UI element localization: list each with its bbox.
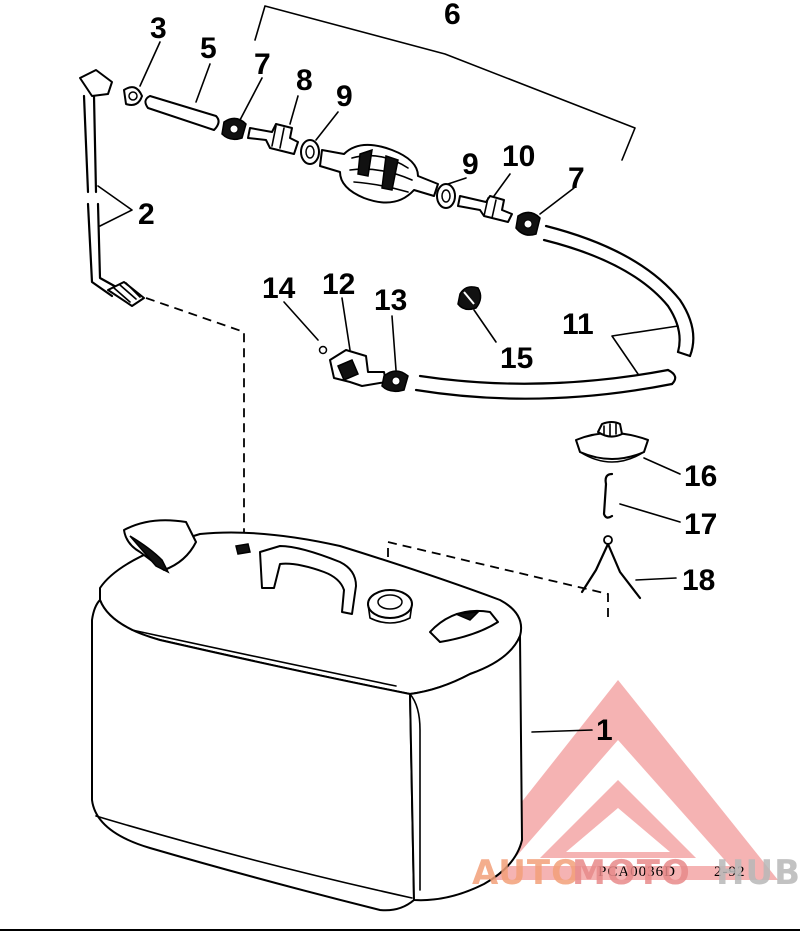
leader-lines xyxy=(97,41,681,733)
part-3-clip xyxy=(123,86,143,106)
callout-9-right: 9 xyxy=(462,148,479,181)
callout-6: 6 xyxy=(444,0,461,31)
watermark-logo xyxy=(460,680,778,880)
part-14-small-oring xyxy=(318,345,328,355)
part-7-clamp-right xyxy=(515,211,541,236)
part-12-connector xyxy=(329,349,387,387)
callout-16: 16 xyxy=(684,460,717,493)
callout-14: 14 xyxy=(262,272,296,305)
part-9-oring-right xyxy=(436,183,456,209)
watermark-auto: AUTO xyxy=(472,853,581,893)
callout-12: 12 xyxy=(322,268,355,301)
callout-1: 1 xyxy=(596,714,613,747)
part-13-clamp xyxy=(381,370,409,393)
callout-15: 15 xyxy=(500,342,533,375)
part-15-plug xyxy=(457,286,482,311)
callout-9-left: 9 xyxy=(336,80,353,113)
callout-8: 8 xyxy=(296,64,313,97)
callout-labels: 3 5 6 7 8 9 2 9 10 7 14 12 13 11 15 16 1… xyxy=(138,0,717,747)
part-11-fuel-hose xyxy=(414,224,695,400)
watermark-hub: HUB xyxy=(716,853,800,893)
callout-10: 10 xyxy=(502,140,535,173)
callout-7-right: 7 xyxy=(568,162,585,195)
assembly-guide-lines xyxy=(145,297,609,618)
part-16-filler-cap xyxy=(575,421,649,463)
callout-13: 13 xyxy=(374,284,407,317)
part-17-hook xyxy=(602,472,614,519)
callout-17: 17 xyxy=(684,508,717,541)
callout-18: 18 xyxy=(682,564,715,597)
callout-6-bracket xyxy=(254,5,636,161)
reference-code-text: PCA0036D xyxy=(598,864,676,880)
callout-7-left: 7 xyxy=(254,48,271,81)
part-9-oring-left xyxy=(300,139,320,165)
part-1-fuel-tank xyxy=(91,519,523,912)
part-5-hose xyxy=(144,95,220,131)
primer-bulb xyxy=(319,143,439,204)
part-18-tether xyxy=(580,535,642,600)
callout-2: 2 xyxy=(138,198,155,231)
part-10-fitting xyxy=(457,195,513,223)
callout-5: 5 xyxy=(200,32,217,65)
part-2-outlet-tube xyxy=(79,69,145,307)
watermark-moto: MOTO xyxy=(572,853,691,893)
reference-code: PCA0036D 2-92 xyxy=(598,864,746,880)
reference-date-text: 2-92 xyxy=(714,864,746,880)
callout-11: 11 xyxy=(562,308,594,341)
part-7-clamp-left xyxy=(221,117,247,141)
callout-3: 3 xyxy=(150,12,167,45)
watermark-text: AUTO MOTO HUB xyxy=(472,853,800,893)
part-8-connector xyxy=(247,123,299,155)
